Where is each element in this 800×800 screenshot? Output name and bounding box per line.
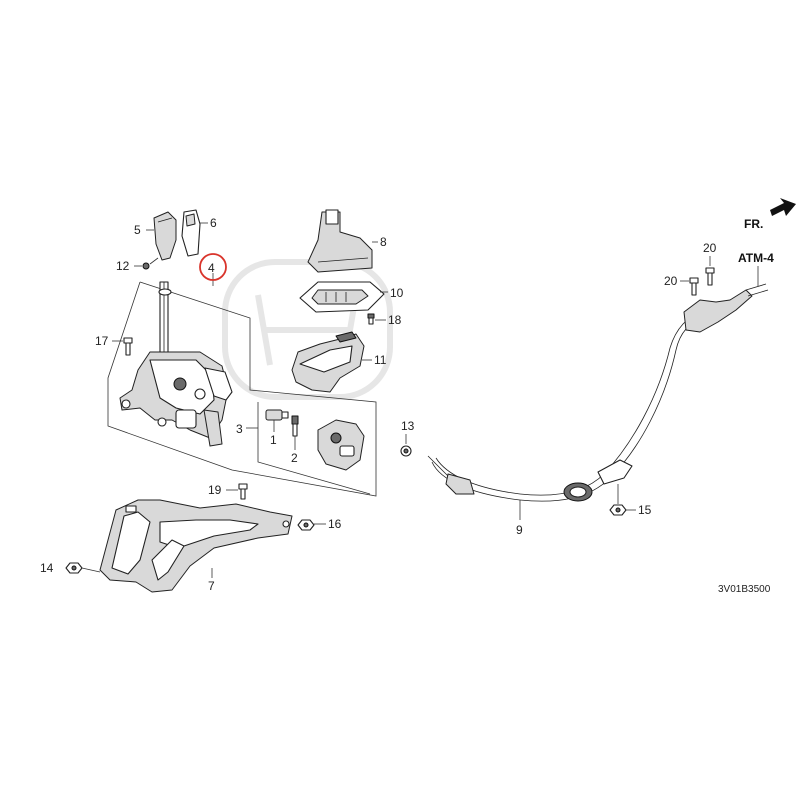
callout-2: 2 [291,451,298,465]
front-direction-arrow-icon [770,198,796,216]
shift-boot[interactable] [307,209,373,273]
bolt-20-upper[interactable] [705,267,715,286]
bolt-17[interactable] [123,337,133,356]
shift-lock-unit[interactable] [317,419,365,471]
highlight-circle[interactable] [199,253,227,281]
indicator-panel[interactable] [299,281,385,313]
direction-label: FR. [744,217,763,231]
base-bracket[interactable] [99,499,293,593]
switch-subassembly-outline [257,402,371,495]
callout-18: 18 [388,313,402,327]
screw-18[interactable] [367,313,375,325]
callout-12: 12 [116,259,130,273]
callout-3: 3 [236,422,243,436]
reference-label: ATM-4 [738,251,774,265]
screw-12[interactable] [142,262,150,270]
nut-14[interactable] [65,562,83,574]
callout-20-lower: 20 [664,274,678,288]
callout-20-upper: 20 [703,241,717,255]
callout-10: 10 [390,286,404,300]
switch-1[interactable] [265,409,289,421]
callout-7: 7 [208,579,215,593]
callout-6: 6 [210,216,217,230]
callout-1: 1 [270,433,277,447]
pin-2[interactable] [291,415,299,437]
callout-14: 14 [40,561,54,575]
callout-19: 19 [208,483,222,497]
shift-lever-assembly[interactable] [119,281,233,447]
bolt-19[interactable] [238,483,248,500]
callout-13: 13 [401,419,415,433]
callout-17: 17 [95,334,109,348]
callout-15: 15 [638,503,652,517]
console-bracket[interactable] [291,331,365,393]
shift-cable[interactable] [427,283,769,502]
shift-knob[interactable] [153,211,177,261]
nut-16[interactable] [297,519,315,531]
callout-9: 9 [516,523,523,537]
callout-11: 11 [374,353,387,367]
nut-15[interactable] [609,504,627,516]
bolt-20-lower[interactable] [689,277,699,296]
drawing-code: 3V01B3500 [718,584,771,595]
knob-cover[interactable] [181,209,201,257]
grommet-13[interactable] [400,445,412,457]
callout-16: 16 [328,517,342,531]
callout-4: 4 [208,261,215,275]
callout-5: 5 [134,223,141,237]
callout-8: 8 [380,235,387,249]
